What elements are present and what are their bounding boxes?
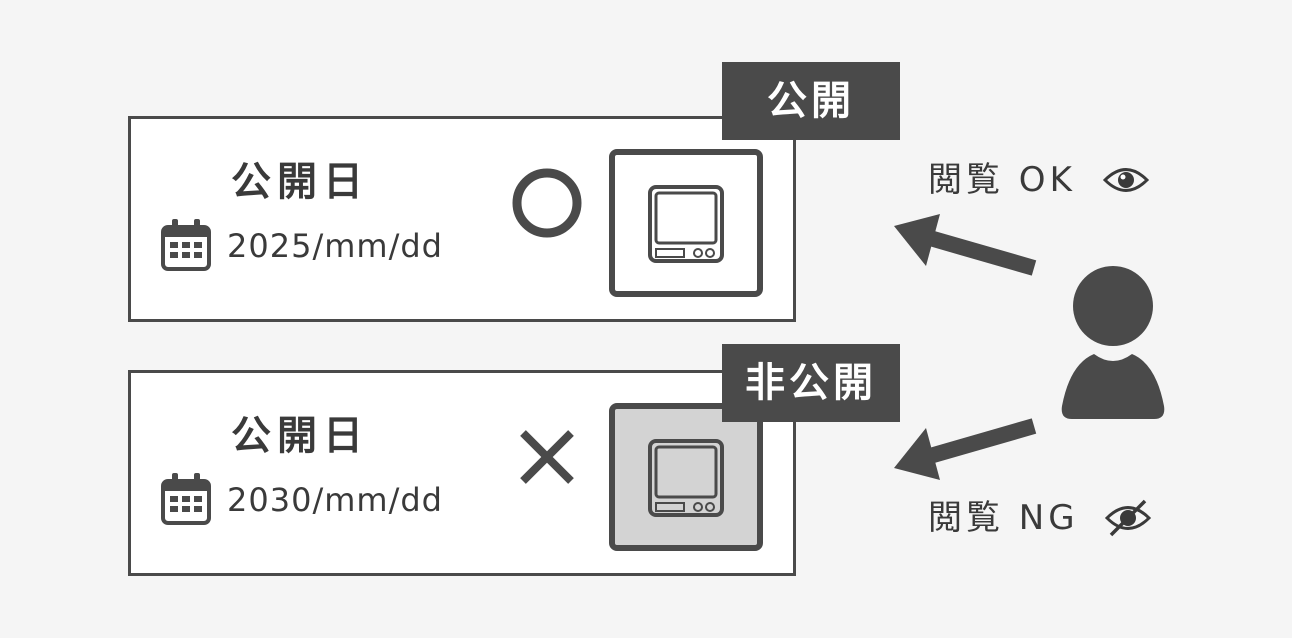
- thumbnail-dimmed: [609, 403, 763, 551]
- public-tag: 公開: [722, 62, 900, 140]
- eye-slash-icon: [1105, 499, 1152, 536]
- circle-ok-mark: [512, 168, 582, 238]
- publish-date-title: 公開日: [231, 413, 369, 459]
- private-tag: 非公開: [722, 344, 900, 422]
- scale-icon: [648, 439, 724, 517]
- cross-ng-mark: [520, 430, 574, 484]
- eye-icon: [1102, 167, 1149, 192]
- scale-icon: [648, 185, 724, 263]
- thumbnail: [609, 149, 763, 297]
- arrow-to-private: [894, 418, 1037, 480]
- view-ok-label: 閲覧 OK: [928, 156, 1149, 200]
- calendar-icon: [161, 219, 211, 271]
- publish-date-value: 2025/mm/dd: [227, 227, 443, 265]
- user-icon: [1061, 266, 1165, 419]
- post-card-public: 公開日 2025/mm/dd: [128, 116, 796, 322]
- arrow-to-public: [894, 214, 1037, 276]
- view-ng-label: 閲覧 NG: [928, 494, 1152, 538]
- view-ok-text: 閲覧 OK: [928, 159, 1076, 200]
- publish-date-value: 2030/mm/dd: [227, 481, 443, 519]
- calendar-icon: [161, 473, 211, 525]
- view-ng-text: 閲覧 NG: [928, 497, 1079, 538]
- publish-date-title: 公開日: [231, 159, 369, 205]
- post-card-private: 公開日 2030/mm/dd: [128, 370, 796, 576]
